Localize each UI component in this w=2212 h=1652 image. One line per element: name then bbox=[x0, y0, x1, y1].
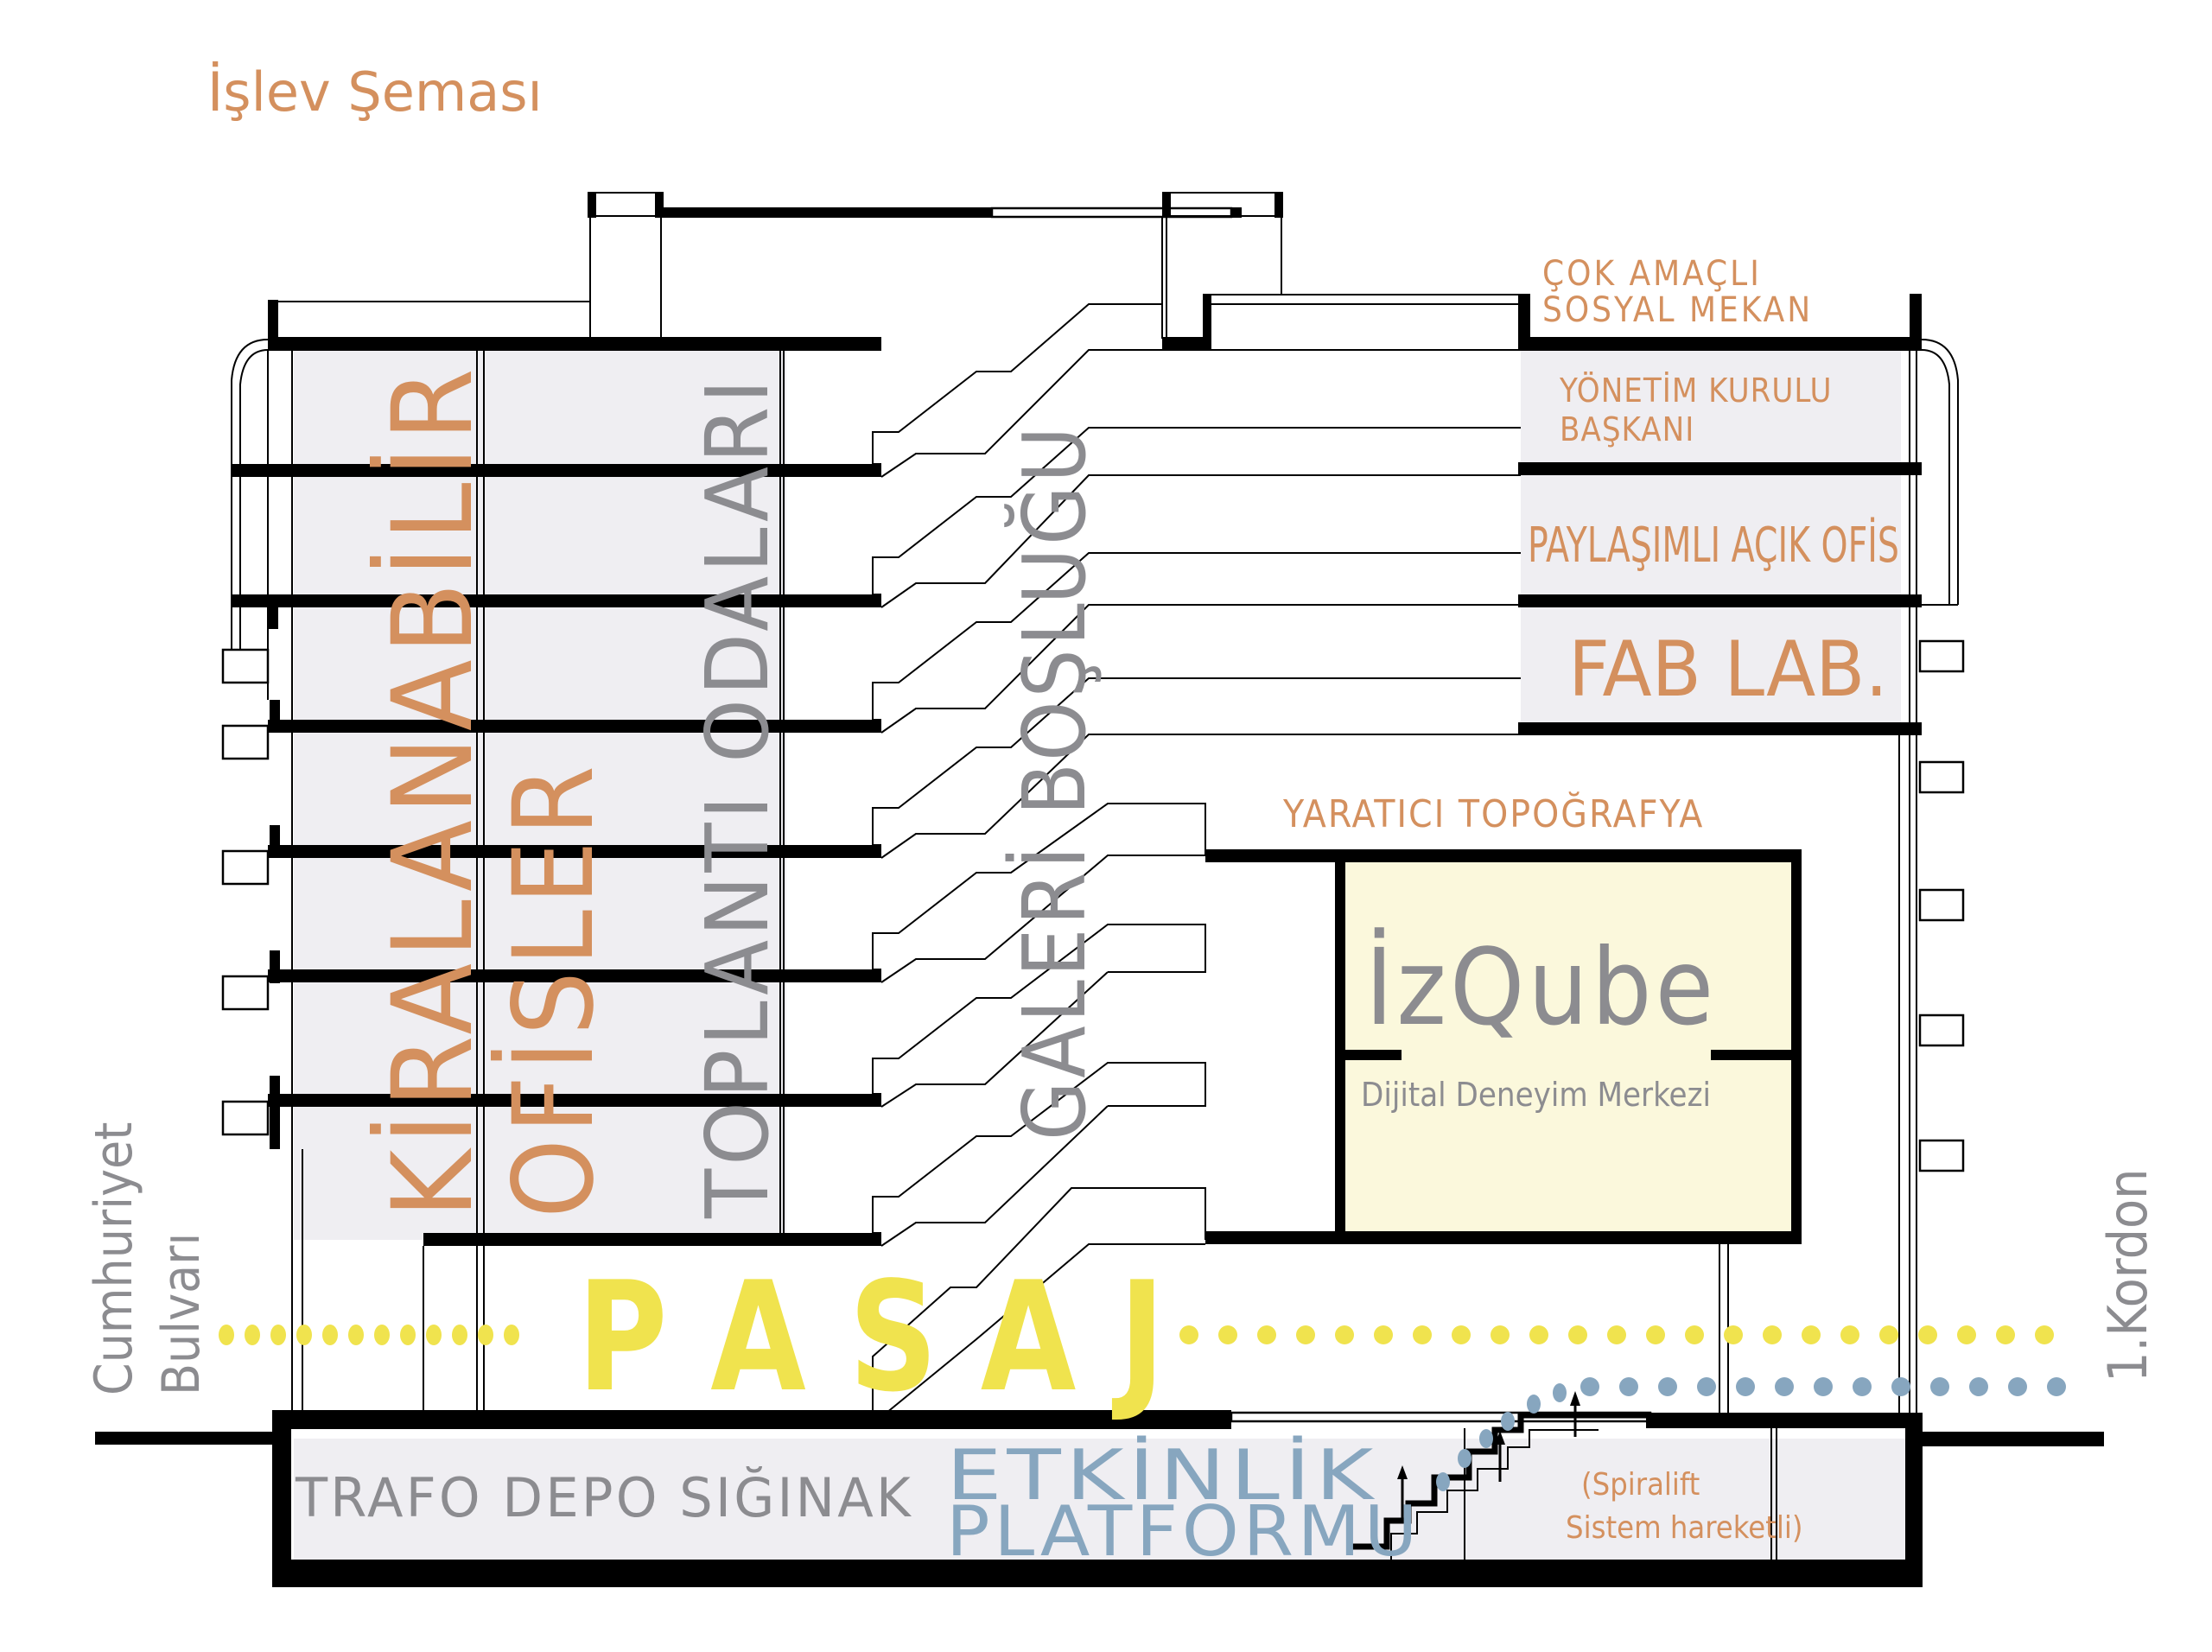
left-balconies bbox=[221, 648, 270, 1136]
path-dot bbox=[374, 1325, 390, 1345]
path-dot bbox=[1930, 1377, 1949, 1396]
label-fab-lab: FAB LAB. bbox=[1568, 625, 1888, 714]
label-trafo-depo-siginak: TRAFO DEPO SIĞINAK bbox=[295, 1466, 913, 1529]
path-dot bbox=[1853, 1377, 1872, 1396]
path-dot bbox=[1452, 1325, 1471, 1344]
path-dot bbox=[1646, 1325, 1665, 1344]
left-offices-fill bbox=[294, 350, 786, 1240]
arrow-up-icon bbox=[1570, 1391, 1580, 1437]
right-balconies bbox=[1918, 639, 1965, 1172]
path-dot bbox=[1879, 1325, 1898, 1344]
basement-structure bbox=[95, 1410, 2104, 1587]
label-spiralift: (Spiralift bbox=[1581, 1467, 1700, 1503]
path-dot bbox=[1218, 1325, 1237, 1344]
roof-structure bbox=[231, 192, 1959, 410]
path-dot bbox=[1529, 1325, 1548, 1344]
path-dot bbox=[504, 1325, 519, 1345]
path-dot bbox=[1697, 1377, 1716, 1396]
diagram-title: İşlev Şeması bbox=[207, 60, 543, 124]
path-dot bbox=[2008, 1377, 2027, 1396]
path-dot bbox=[400, 1325, 416, 1345]
path-dot bbox=[348, 1325, 364, 1345]
label-yonetim-kurulu: YÖNETİM KURULU bbox=[1559, 372, 1833, 410]
path-dot bbox=[478, 1325, 493, 1345]
path-dot bbox=[1179, 1325, 1198, 1344]
path-dot bbox=[1607, 1325, 1626, 1344]
right-floor-slabs bbox=[1518, 350, 1959, 1417]
label-toplanti-odalari: TOPLANTI ODALARI bbox=[687, 376, 788, 1219]
label-pasaj: P A S A J bbox=[577, 1250, 1165, 1426]
path-dot bbox=[1458, 1449, 1471, 1468]
label-baskani: BAŞKANI bbox=[1560, 410, 1694, 448]
spiralift-stairs bbox=[1352, 1412, 1646, 1560]
path-dot bbox=[1527, 1395, 1541, 1414]
gallery-ramps bbox=[872, 303, 1521, 1418]
path-dot bbox=[245, 1325, 260, 1345]
path-dot bbox=[1436, 1472, 1450, 1491]
path-dot bbox=[1891, 1377, 1910, 1396]
path-dot bbox=[1763, 1325, 1782, 1344]
basement-fill bbox=[294, 1439, 1918, 1560]
path-dot bbox=[1957, 1325, 1976, 1344]
path-dot bbox=[1685, 1325, 1704, 1344]
left-floor-slabs bbox=[231, 350, 881, 1417]
izqube-fill bbox=[1344, 860, 1793, 1231]
path-dot bbox=[1568, 1325, 1587, 1344]
path-dot bbox=[1296, 1325, 1315, 1344]
label-paylasimli-acik-ofis: PAYLAŞIMLI AÇIK OFİS bbox=[1528, 518, 1899, 574]
path-dot bbox=[1479, 1429, 1493, 1448]
path-dot bbox=[1840, 1325, 1859, 1344]
path-dot bbox=[270, 1325, 286, 1345]
path-dot bbox=[1374, 1325, 1393, 1344]
path-dot bbox=[1257, 1325, 1276, 1344]
arrow-up-icon bbox=[1397, 1465, 1408, 1521]
pasaj-path-dots bbox=[219, 1325, 2054, 1345]
path-dot bbox=[1814, 1377, 1833, 1396]
label-platformu: PLATFORMU bbox=[946, 1491, 1421, 1572]
izqube-box bbox=[1205, 849, 1802, 1244]
path-dot bbox=[219, 1325, 234, 1345]
etkinlik-path-dots bbox=[1436, 1377, 2066, 1491]
path-dot bbox=[1736, 1377, 1755, 1396]
room-fills bbox=[294, 350, 1918, 1560]
lift-arrows bbox=[1397, 1391, 1580, 1521]
path-dot bbox=[1491, 1325, 1510, 1344]
label-dijital-deneyim-merkezi: Dijital Deneyim Merkezi bbox=[1361, 1076, 1711, 1114]
label-1-kordon: 1.Kordon bbox=[2096, 1168, 2159, 1382]
path-dot bbox=[1996, 1325, 2015, 1344]
path-dot bbox=[1335, 1325, 1354, 1344]
label-etkinlik: ETKİNLİK bbox=[946, 1435, 1378, 1515]
path-dot bbox=[1775, 1377, 1794, 1396]
path-dot bbox=[1619, 1377, 1638, 1396]
path-dot bbox=[1918, 1325, 1937, 1344]
path-dot bbox=[1553, 1383, 1567, 1402]
path-dot bbox=[1802, 1325, 1821, 1344]
label-sistem-hareketli: Sistem hareketli) bbox=[1566, 1510, 1802, 1546]
label-kiralanabilir: KİRALANABİLİR bbox=[369, 363, 498, 1218]
path-dot bbox=[1724, 1325, 1743, 1344]
label-cok-amacli: ÇOK AMAÇLI bbox=[1542, 254, 1762, 294]
label-sosyal-mekan: SOSYAL MEKAN bbox=[1542, 290, 1813, 330]
path-dot bbox=[1969, 1377, 1988, 1396]
path-dot bbox=[1413, 1325, 1432, 1344]
right-offices-fill bbox=[1521, 350, 1901, 726]
path-dot bbox=[296, 1325, 312, 1345]
path-dot bbox=[2047, 1377, 2066, 1396]
label-yaratici-topografya: YARATICI TOPOĞRAFYA bbox=[1282, 791, 1704, 836]
arrow-up-icon bbox=[1495, 1431, 1505, 1482]
path-dot bbox=[2035, 1325, 2054, 1344]
path-dot bbox=[426, 1325, 442, 1345]
label-cumhuriyet: Cumhuriyet bbox=[84, 1122, 144, 1395]
label-ofisler: OFİSLER bbox=[490, 760, 619, 1218]
path-dot bbox=[452, 1325, 467, 1345]
label-bulvari: Bulvarı bbox=[151, 1233, 212, 1395]
label-izqube: İzQube bbox=[1365, 926, 1717, 1049]
path-dot bbox=[1658, 1377, 1677, 1396]
path-dot bbox=[1501, 1412, 1515, 1431]
label-galeri-boslugu: GALERİ BOŞLUĞU bbox=[1003, 423, 1105, 1141]
path-dot bbox=[322, 1325, 338, 1345]
path-dot bbox=[1580, 1377, 1599, 1396]
